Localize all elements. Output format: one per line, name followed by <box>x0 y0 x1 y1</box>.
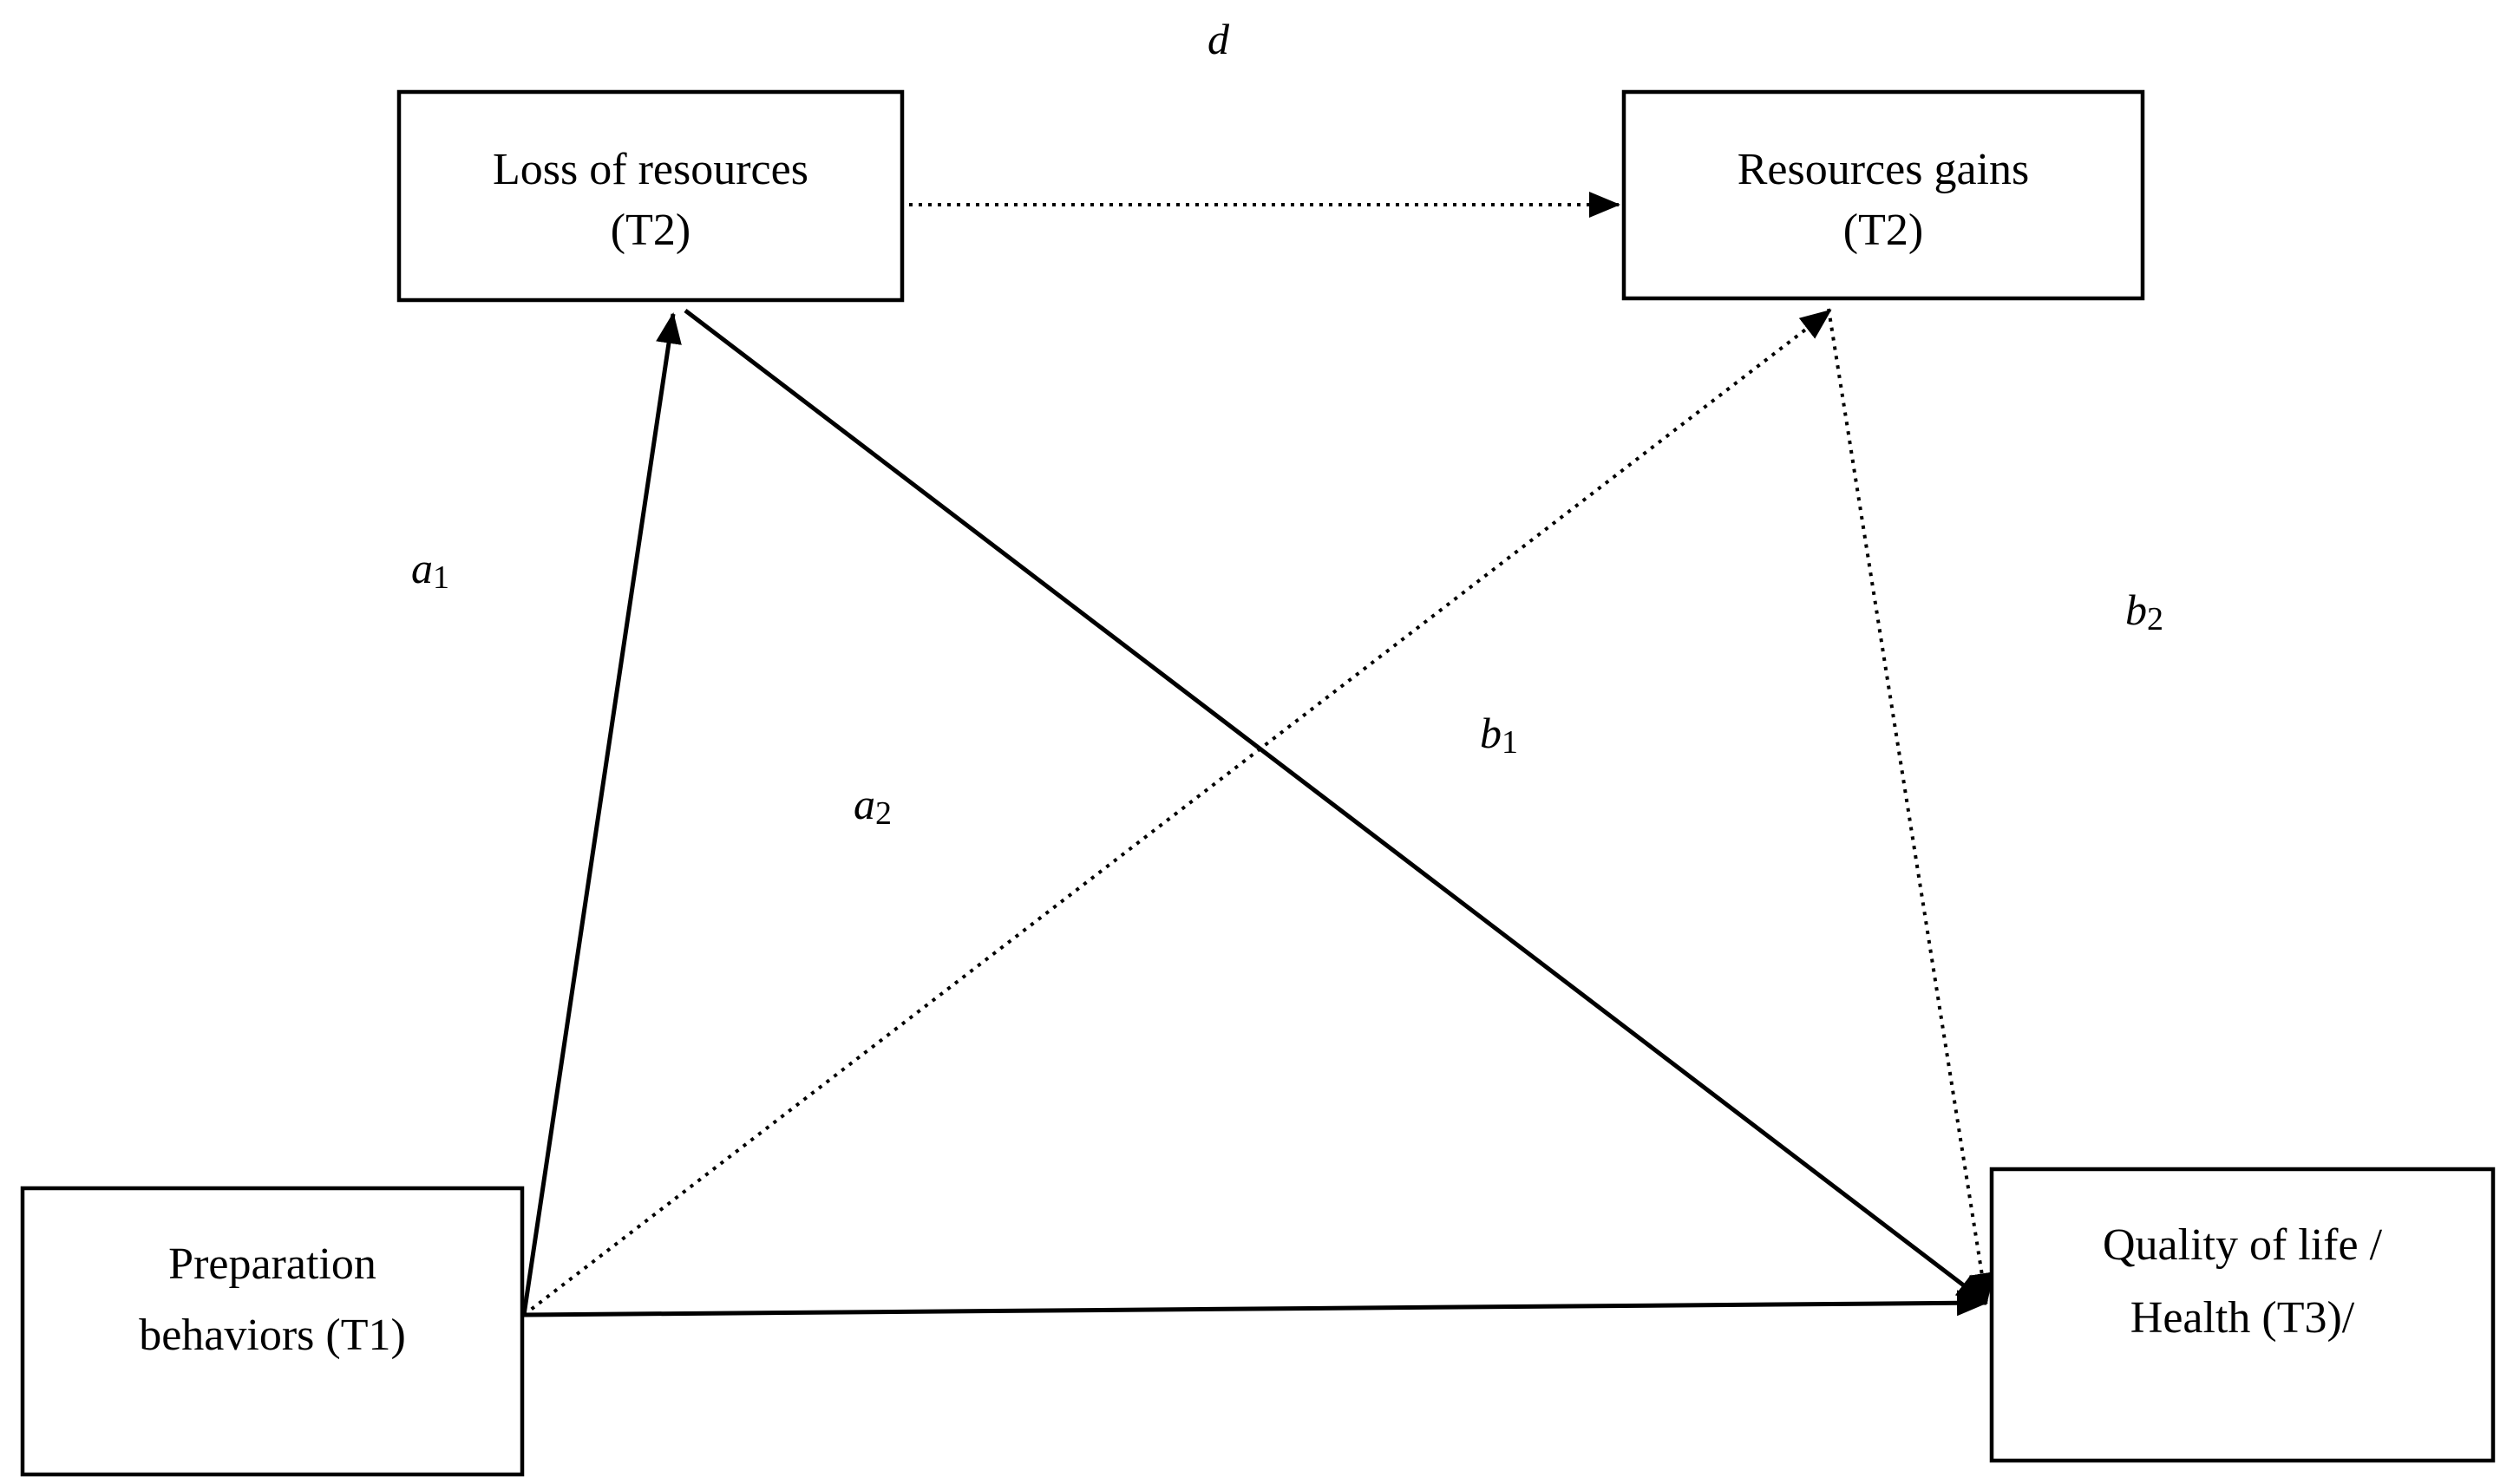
path-label-b2-letter: b <box>2125 585 2147 634</box>
path-label-a2-letter: a <box>854 780 875 828</box>
path-label-b2-sub: 2 <box>2147 601 2163 637</box>
node-loss-line-1: Loss of resources <box>493 145 808 194</box>
node-preparation-behaviors: Preparation behaviors (T1) <box>20 1186 525 1477</box>
node-gains-line-2: (T2) <box>1843 206 1923 255</box>
node-preparation-line-1: Preparation <box>168 1239 376 1289</box>
node-loss-line-2: (T2) <box>611 206 690 255</box>
path-label-a1-sub: 1 <box>433 559 449 596</box>
node-gains-line-1: Resources gains <box>1738 145 2029 194</box>
path-label-b1-letter: b <box>1480 709 1502 757</box>
path-label-a2: a2 <box>854 780 892 832</box>
node-loss-of-resources: Loss of resources (T2) <box>396 89 905 303</box>
path-label-a1: a1 <box>411 544 449 596</box>
path-label-b1-sub: 1 <box>1502 724 1518 761</box>
node-outcome-line-1: Quality of life / <box>2103 1220 2383 1270</box>
node-resources-gains: Resources gains (T2) <box>1621 89 2145 301</box>
path-label-a2-sub: 2 <box>875 795 892 832</box>
path-direct-arrow <box>523 1290 1988 1317</box>
path-a1-arrow <box>521 312 682 1316</box>
path-label-a1-letter: a <box>411 544 433 592</box>
path-a2-arrow <box>522 309 1832 1317</box>
path-label-b1: b1 <box>1480 709 1518 761</box>
node-outcome-line-2: Health (T3)/ <box>2130 1293 2355 1343</box>
path-b2-arrow <box>1827 308 1995 1304</box>
node-quality-of-life-health: Quality of life / Health (T3)/ <box>1989 1167 2496 1463</box>
path-label-d: d <box>1207 15 1230 63</box>
path-label-d-letter: d <box>1207 15 1230 63</box>
path-b1-arrow <box>684 309 1988 1304</box>
node-preparation-line-2: behaviors (T1) <box>139 1311 406 1360</box>
path-label-b2: b2 <box>2125 585 2163 637</box>
